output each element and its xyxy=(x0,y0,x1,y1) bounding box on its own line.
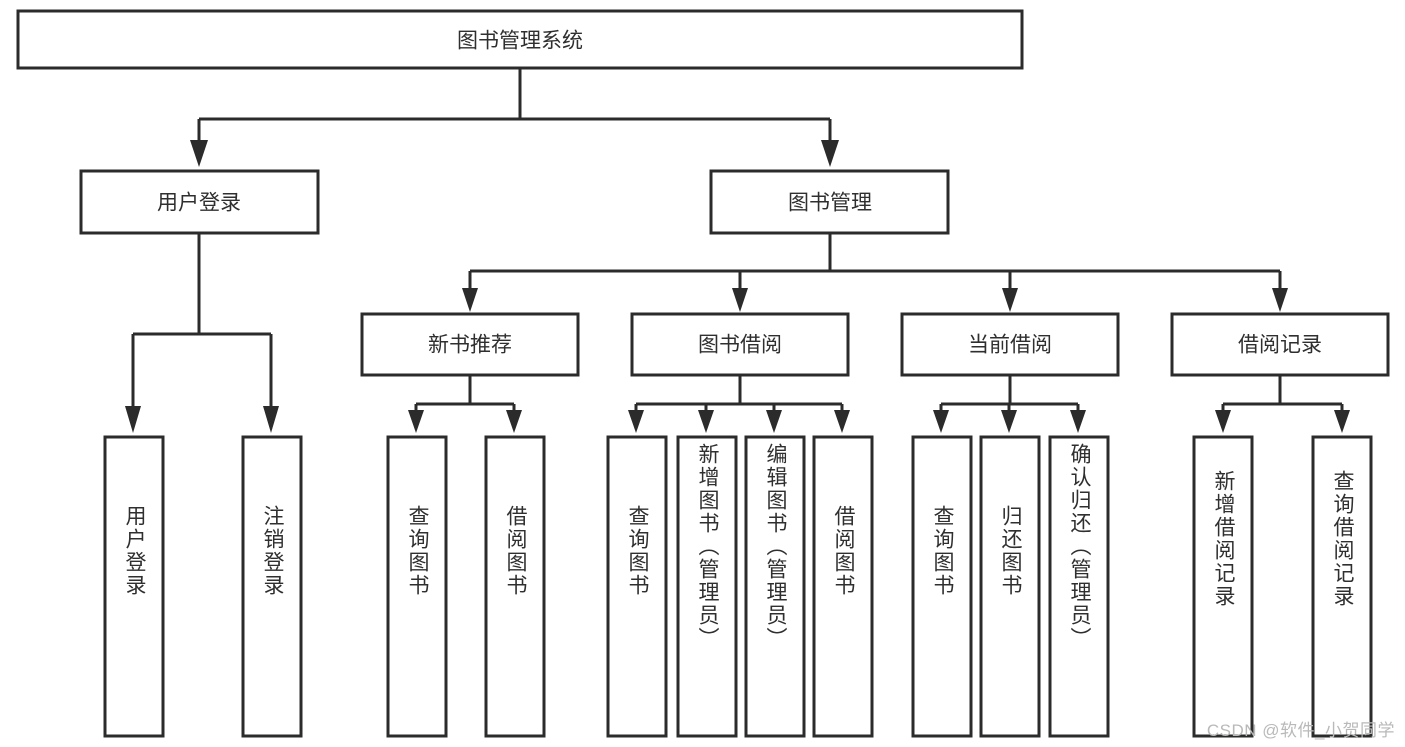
arrow-head-leaf-book-borrow-4 xyxy=(834,410,850,433)
node-box-leaf-current-borrow-2[interactable] xyxy=(979,435,1041,738)
connector-group-new-book xyxy=(408,375,522,433)
arrow-head-leaf-borrow-record-2 xyxy=(1334,410,1350,433)
watermark-text: CSDN @软件_小贺同学 xyxy=(1206,721,1395,740)
connector-group-root xyxy=(190,68,839,167)
node-box-leaf-user-login-2[interactable] xyxy=(241,435,303,738)
arrow-head-leaf-new-book-1 xyxy=(408,410,424,433)
connector-group-book-borrow xyxy=(628,375,850,433)
node-label-current-borrow: 当前借阅 xyxy=(968,334,1052,357)
node-label-book-mgmt: 图书管理 xyxy=(788,192,872,215)
node-label-new-book-recommend: 新书推荐 xyxy=(428,334,512,357)
node-box-root[interactable] xyxy=(16,9,1024,70)
arrow-head-leaf-book-borrow-2 xyxy=(698,410,714,433)
node-box-leaf-book-borrow-4[interactable] xyxy=(812,435,874,738)
arrow-head-new-book xyxy=(462,288,478,312)
node-box-borrow-record[interactable] xyxy=(1170,312,1390,377)
connector-group-user-login xyxy=(125,233,279,433)
arrow-head-book-borrow xyxy=(732,288,748,312)
arrow-head-leaf-user-login-1 xyxy=(125,406,141,433)
node-box-leaf-borrow-record-2[interactable] xyxy=(1311,435,1373,738)
node-label-book-borrow: 图书借阅 xyxy=(698,334,782,357)
node-box-leaf-current-borrow-3[interactable] xyxy=(1048,435,1110,738)
node-box-leaf-current-borrow-1[interactable] xyxy=(911,435,973,738)
node-box-leaf-user-login-1[interactable] xyxy=(103,435,165,738)
node-box-leaf-borrow-record-1[interactable] xyxy=(1192,435,1254,738)
node-box-book-borrow[interactable] xyxy=(630,312,850,377)
connector-group-book-mgmt xyxy=(462,233,1288,312)
node-label-user-login: 用户登录 xyxy=(157,192,241,215)
node-box-user-login[interactable] xyxy=(79,169,320,235)
arrow-head-borrow-record xyxy=(1272,288,1288,312)
arrow-head-user-login xyxy=(190,140,208,167)
arrow-head-leaf-borrow-record-1 xyxy=(1215,410,1231,433)
connector-group-current-borrow xyxy=(933,375,1086,433)
arrow-head-leaf-book-borrow-3 xyxy=(766,410,782,433)
node-box-current-borrow[interactable] xyxy=(900,312,1120,377)
arrow-head-leaf-current-borrow-2 xyxy=(1001,410,1017,433)
node-label-root: 图书管理系统 xyxy=(457,30,583,53)
arrow-head-current-borrow xyxy=(1002,288,1018,312)
node-box-leaf-book-borrow-1[interactable] xyxy=(606,435,668,738)
node-box-leaf-book-borrow-2[interactable] xyxy=(676,435,738,738)
arrow-head-leaf-new-book-2 xyxy=(506,410,522,433)
connector-group-borrow-record xyxy=(1215,375,1350,433)
arrow-head-book-mgmt xyxy=(821,140,839,167)
node-box-leaf-new-book-1[interactable] xyxy=(386,435,448,738)
arrow-head-leaf-current-borrow-3 xyxy=(1070,410,1086,433)
node-box-leaf-new-book-2[interactable] xyxy=(484,435,546,738)
arrow-head-leaf-book-borrow-1 xyxy=(628,410,644,433)
node-label-borrow-record: 借阅记录 xyxy=(1238,334,1322,357)
node-box-leaf-book-borrow-3[interactable] xyxy=(744,435,806,738)
node-box-new-book-recommend[interactable] xyxy=(360,312,580,377)
arrow-head-leaf-user-login-2 xyxy=(263,406,279,433)
arrow-head-leaf-current-borrow-1 xyxy=(933,410,949,433)
node-box-book-mgmt[interactable] xyxy=(709,169,950,235)
